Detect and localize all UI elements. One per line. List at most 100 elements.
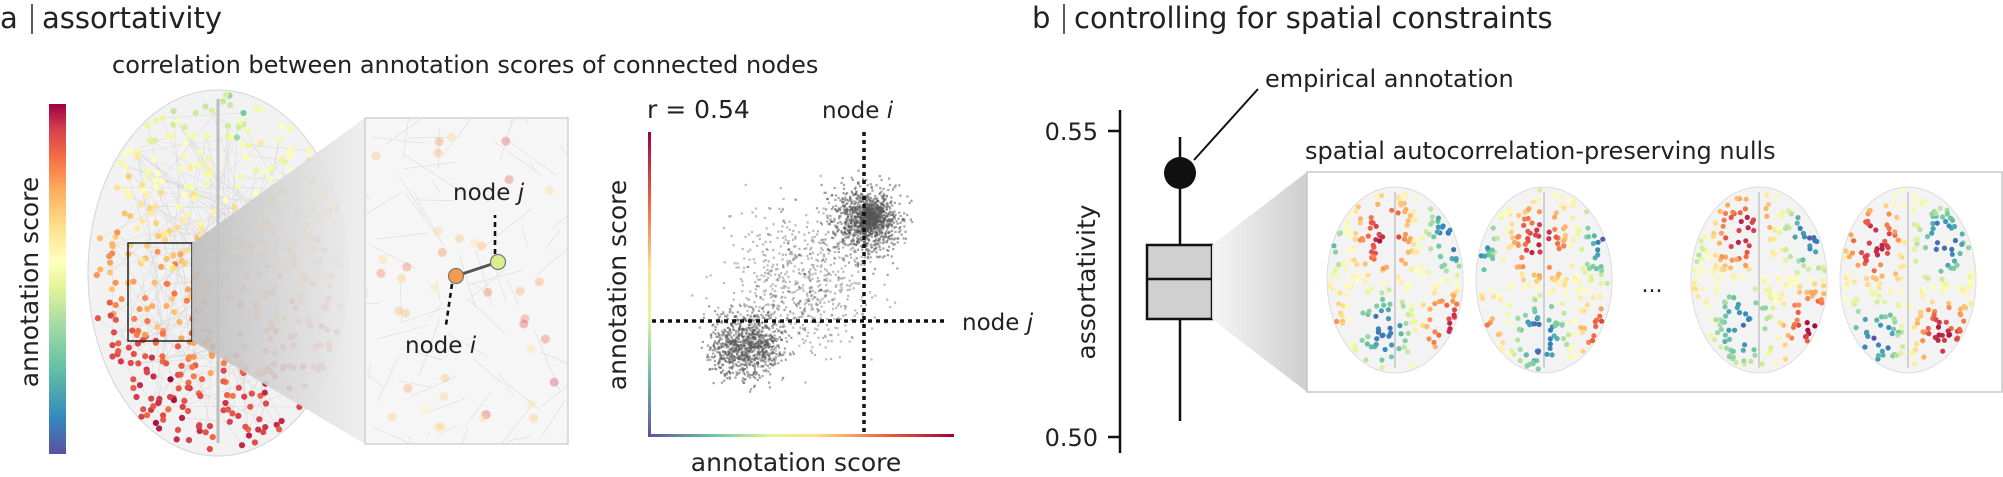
scatter-point bbox=[721, 334, 724, 337]
scatter-point bbox=[819, 299, 822, 302]
brain-node bbox=[143, 369, 151, 376]
scatter-point bbox=[873, 240, 876, 243]
scatter-point bbox=[755, 315, 758, 318]
scatter-point bbox=[741, 351, 744, 355]
null-brain-node bbox=[1886, 324, 1892, 331]
scatter-point bbox=[730, 356, 733, 359]
zoom-frame bbox=[364, 117, 569, 445]
scatter-point bbox=[866, 237, 869, 240]
scatter-point bbox=[747, 233, 750, 236]
panel-b-title: controlling for spatial constraints bbox=[1074, 1, 1553, 35]
scatter-point bbox=[842, 187, 846, 190]
brain-node bbox=[175, 385, 182, 392]
scatter-point bbox=[797, 271, 800, 275]
scatter-point bbox=[823, 279, 826, 282]
scatter-point bbox=[844, 220, 847, 223]
brain-node bbox=[118, 296, 125, 303]
scatter-point bbox=[751, 349, 754, 353]
null-brain-node bbox=[1575, 231, 1581, 237]
zoom-edge bbox=[402, 161, 456, 170]
scatter-point bbox=[847, 294, 850, 298]
scatter-point bbox=[820, 289, 823, 292]
scatter-point bbox=[867, 227, 870, 230]
scatter-point bbox=[769, 293, 772, 296]
scatter-point bbox=[850, 318, 853, 322]
brain-node bbox=[222, 91, 230, 98]
scatter-point bbox=[849, 248, 852, 251]
null-brain-node bbox=[1335, 301, 1342, 307]
scatter-point bbox=[839, 277, 842, 280]
scatter-point bbox=[723, 282, 726, 285]
null-brain-node bbox=[1489, 286, 1495, 292]
scatter-point bbox=[758, 237, 761, 241]
scatter-point bbox=[820, 305, 823, 308]
null-brain-node bbox=[1351, 257, 1357, 263]
scatter-point bbox=[777, 274, 780, 277]
scatter-point bbox=[772, 294, 775, 297]
scatter-point bbox=[809, 291, 812, 294]
brain-edge bbox=[164, 233, 167, 307]
brain-node bbox=[122, 187, 129, 194]
scatter-point bbox=[772, 358, 775, 361]
null-brain-node bbox=[1420, 235, 1426, 241]
scatter-point bbox=[781, 325, 784, 328]
brain-node bbox=[207, 369, 214, 377]
scatter-point bbox=[819, 313, 822, 316]
scatter-point bbox=[867, 197, 871, 200]
scatter-point bbox=[819, 251, 822, 254]
scatter-point bbox=[901, 217, 905, 221]
null-brain-node bbox=[1945, 328, 1951, 334]
null-brain-node bbox=[1773, 194, 1779, 200]
null-brain-node bbox=[1725, 202, 1731, 208]
null-brain-node bbox=[1961, 318, 1967, 324]
null-brain-node bbox=[1585, 234, 1592, 240]
scatter-point bbox=[853, 203, 856, 206]
scatter-point bbox=[782, 376, 785, 379]
null-brain-node bbox=[1570, 215, 1576, 221]
null-brain-node bbox=[1718, 326, 1724, 333]
scatter-point bbox=[855, 237, 859, 240]
null-brain-node bbox=[1446, 316, 1452, 322]
scatter-point bbox=[867, 218, 870, 221]
null-brain-node bbox=[1752, 286, 1758, 292]
zoom-edge bbox=[507, 383, 541, 411]
scatter-point bbox=[838, 356, 841, 359]
scatter-point bbox=[797, 316, 800, 319]
scatter-point bbox=[844, 222, 847, 225]
null-brain-node bbox=[1546, 317, 1552, 323]
null-brain-node bbox=[1357, 220, 1363, 226]
scatter-point bbox=[743, 344, 746, 347]
scatter-point bbox=[763, 326, 766, 329]
scatter-point bbox=[757, 278, 760, 281]
null-brain-node bbox=[1775, 226, 1781, 232]
null-brain-node bbox=[1536, 222, 1543, 228]
scatter-point bbox=[741, 247, 744, 251]
scatter-point bbox=[762, 369, 765, 372]
null-brain-node bbox=[1598, 280, 1604, 286]
scatter-point bbox=[872, 225, 875, 228]
scatter-point bbox=[782, 265, 785, 268]
null-brain-node bbox=[1776, 275, 1782, 282]
scatter-point bbox=[721, 369, 725, 372]
null-brain-node bbox=[1912, 361, 1918, 367]
scatter-point bbox=[868, 219, 871, 222]
scatter-point bbox=[776, 263, 779, 266]
scatter-point bbox=[838, 256, 841, 259]
scatter-point bbox=[816, 310, 820, 313]
scatter-point bbox=[824, 238, 827, 241]
scatter-point bbox=[745, 304, 748, 307]
scatter-point bbox=[791, 298, 794, 301]
scatter-point bbox=[737, 319, 740, 322]
scatter-point bbox=[795, 255, 798, 258]
scatter-point bbox=[868, 211, 871, 215]
null-brain-node bbox=[1560, 226, 1566, 232]
scatter-point bbox=[860, 256, 863, 259]
scatter-point bbox=[742, 363, 745, 366]
null-brain-node bbox=[1862, 316, 1868, 322]
scatter-point bbox=[871, 223, 874, 226]
null-brain-node bbox=[1879, 273, 1885, 279]
null-brain-node bbox=[1537, 292, 1543, 298]
tick-label-top: 0.55 bbox=[1045, 118, 1098, 146]
scatter-point bbox=[816, 303, 819, 307]
scatter-point bbox=[741, 280, 744, 283]
